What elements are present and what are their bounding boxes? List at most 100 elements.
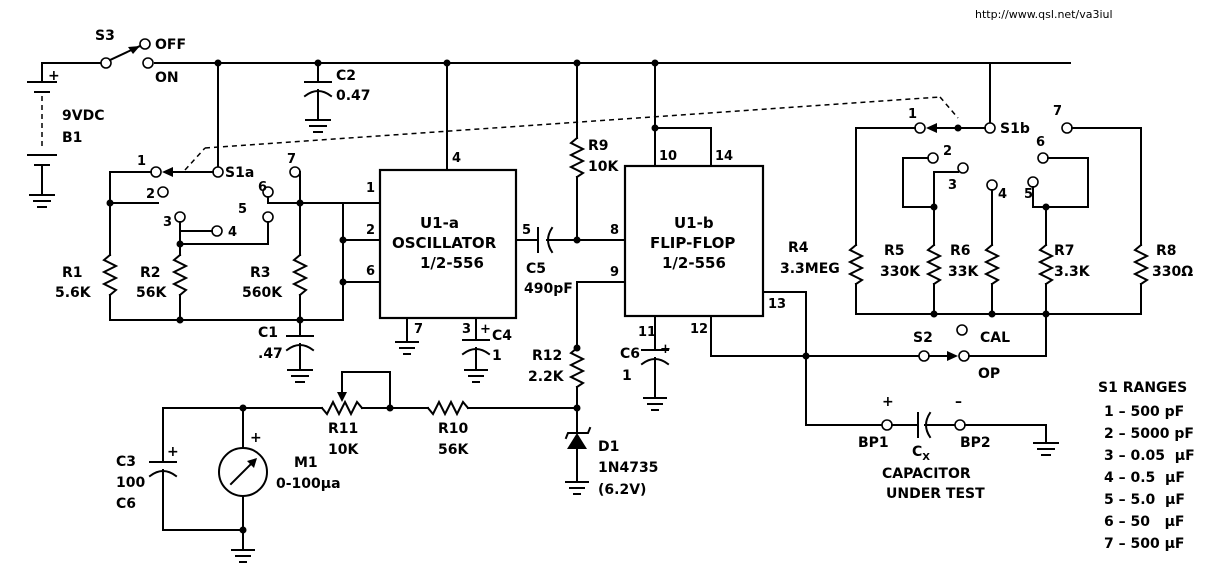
switch-s3: S3 OFF ON: [41, 28, 186, 86]
bp2-label: BP2: [960, 435, 991, 451]
s1b-pos-3: 3: [948, 178, 957, 193]
bottom-left-bus: [109, 316, 344, 324]
c2-label: C2: [336, 68, 356, 84]
s1a-pos-3: 3: [163, 215, 172, 230]
resistor-r8: R8 330Ω: [1132, 243, 1193, 315]
r8-value: 330Ω: [1152, 264, 1193, 280]
s3-label: S3: [95, 28, 115, 44]
range-item-6: 6 – 50 μF: [1104, 514, 1184, 530]
s1a-label: S1a: [225, 165, 254, 181]
resistor-r12: R12 2.2K: [528, 344, 586, 426]
bp2-sign: –: [955, 394, 962, 410]
r2-value: 56K: [136, 285, 167, 301]
s1b-pos-6: 6: [1036, 135, 1045, 150]
r6-label: R6: [950, 243, 971, 259]
u1b-pin-9: 9: [610, 265, 619, 280]
resistor-r3: R3 560K: [242, 253, 309, 321]
battery-voltage: 9VDC: [62, 108, 104, 124]
u1b-function: FLIP-FLOP: [650, 234, 735, 252]
meter-network: R10 56K R11 10K: [162, 371, 581, 458]
r9-value: 10K: [588, 159, 619, 175]
m1-plus: +: [250, 430, 262, 446]
r10-value: 56K: [438, 442, 469, 458]
s1a-pos-5: 5: [238, 202, 247, 217]
s2-cal: CAL: [980, 330, 1010, 346]
c4-value: 1: [492, 348, 502, 364]
resistor-r2: R2 56K: [136, 253, 189, 321]
s1a-pos-2: 2: [146, 187, 155, 202]
r7-label: R7: [1054, 243, 1075, 259]
m1-range: 0-100μa: [276, 476, 341, 492]
battery-name: B1: [62, 130, 82, 146]
c3-extra: C6: [116, 496, 136, 512]
resistor-r4: R4 3.3MEG: [780, 240, 865, 315]
r8-label: R8: [1156, 243, 1177, 259]
battery-b1: + 9VDC B1: [27, 68, 104, 208]
s1a-pos-7: 7: [287, 152, 296, 167]
r5-label: R5: [884, 243, 905, 259]
resistor-r5: R5 330K: [880, 243, 943, 315]
u1b-pin-12: 12: [690, 322, 708, 337]
c3-label: C3: [116, 454, 136, 470]
u1a-pin-3: 3: [462, 322, 471, 337]
c2-value: 0.47: [336, 88, 371, 104]
c6b-plus: +: [660, 342, 671, 357]
u1a-pin-2: 2: [366, 223, 375, 238]
ic-u1b: U1-b FLIP-FLOP 1/2-556 8 10 14 9 11 + C6…: [576, 62, 919, 426]
r1-label: R1: [62, 265, 83, 281]
r12-label: R12: [532, 348, 562, 364]
capacitor-c2: C2 0.47: [303, 62, 371, 133]
s1b-pos-7: 7: [1053, 104, 1062, 119]
r4-value: 3.3MEG: [780, 261, 840, 277]
ic-u1a: U1-a OSCILLATOR 1/2-556 4 1 2 6 7 3 + C4: [299, 62, 539, 383]
resistor-r6: R6 33K: [948, 243, 1001, 315]
range-item-4: 4 – 0.5 μF: [1104, 470, 1185, 486]
r1-value: 5.6K: [55, 285, 92, 301]
r11-label: R11: [328, 421, 358, 437]
ranges-title: S1 RANGES: [1098, 380, 1187, 396]
s1b-label: S1b: [1000, 121, 1030, 137]
u1b-pin-14: 14: [715, 149, 733, 164]
r5-value: 330K: [880, 264, 921, 280]
s1a-pos-6: 6: [258, 180, 267, 195]
r4-label: R4: [788, 240, 809, 256]
battery-plus: +: [48, 68, 60, 84]
capacitor-c5: C5 490pF: [524, 226, 626, 297]
capacitor-c1: C1 .47: [258, 319, 315, 383]
d1-part: 1N4735: [598, 460, 658, 476]
bp1-label: BP1: [858, 435, 889, 451]
u1b-pin-8: 8: [610, 223, 619, 238]
s2-label: S2: [913, 330, 933, 346]
range-item-3: 3 – 0.05 μF: [1104, 448, 1195, 464]
s1-ranges-table: S1 RANGES 1 – 500 pF 2 – 5000 pF 3 – 0.0…: [1098, 380, 1195, 552]
bp1-sign: +: [882, 394, 894, 410]
u1a-pin-6: 6: [366, 264, 375, 279]
c5-value: 490pF: [524, 281, 573, 297]
u1b-part: 1/2-556: [662, 254, 726, 272]
resistor-r1: R1 5.6K: [55, 253, 119, 321]
u1a-part: 1/2-556: [420, 254, 484, 272]
range-item-1: 1 – 500 pF: [1104, 404, 1184, 420]
resistor-r9: R9 10K: [568, 62, 619, 241]
s3-off-label: OFF: [155, 37, 186, 53]
u1b-pin-13: 13: [768, 297, 786, 312]
range-item-2: 2 – 5000 pF: [1104, 426, 1194, 442]
r6-value: 33K: [948, 264, 979, 280]
cx-caption-line1: CAPACITOR: [882, 466, 971, 482]
c4-plus: +: [480, 322, 491, 337]
r3-label: R3: [250, 265, 271, 281]
s1b-pos-2: 2: [943, 144, 952, 159]
u1a-name: U1-a: [420, 214, 459, 232]
c3-plus: +: [167, 444, 179, 460]
s1a-pos-1: 1: [137, 154, 146, 169]
r3-value: 560K: [242, 285, 283, 301]
r12-value: 2.2K: [528, 369, 565, 385]
c1-value: .47: [258, 346, 283, 362]
r9-label: R9: [588, 138, 609, 154]
range-item-5: 5 – 5.0 μF: [1104, 492, 1185, 508]
u1a-pin-4: 4: [452, 151, 461, 166]
u1a-function: OSCILLATOR: [392, 234, 497, 252]
u1b-pin-10: 10: [659, 149, 677, 164]
meter-m1: + M1 0-100μa: [162, 407, 341, 563]
s3-on-label: ON: [155, 70, 179, 86]
